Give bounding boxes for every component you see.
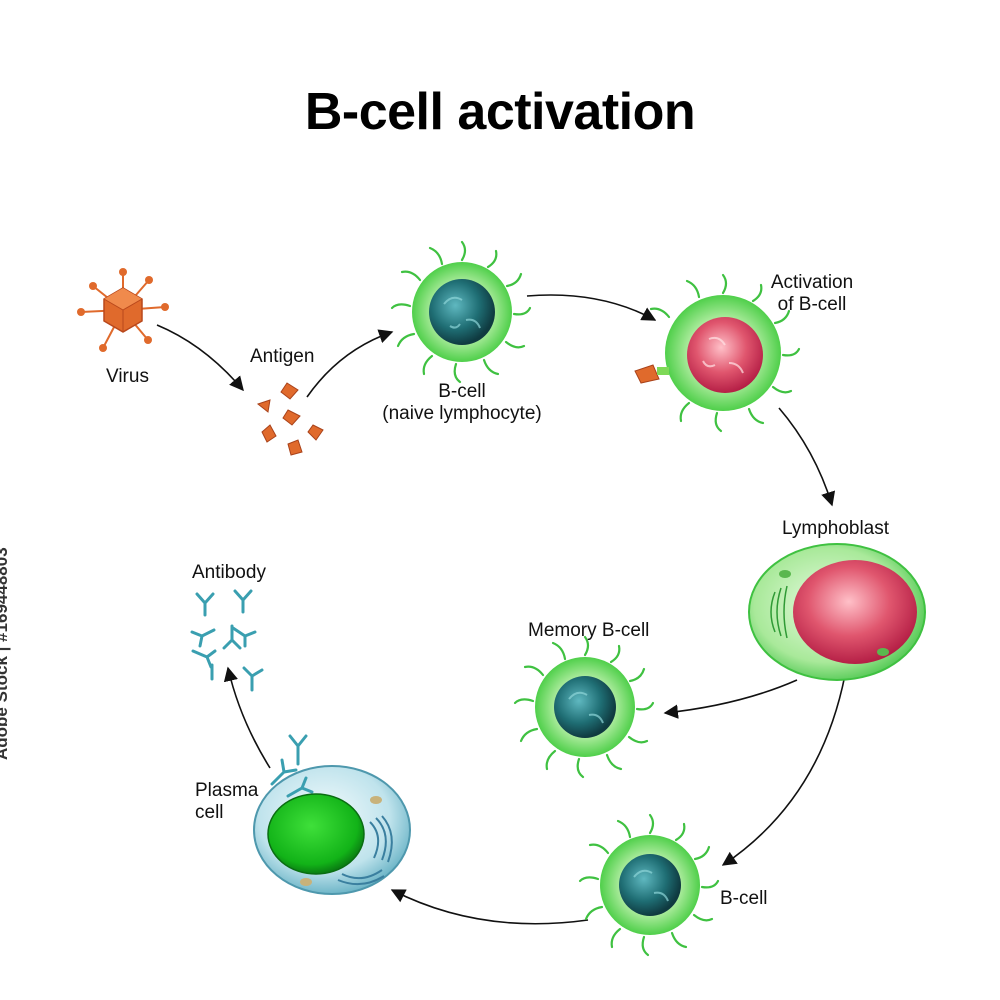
plasma-cell-icon (253, 734, 411, 895)
memory-bcell-icon (513, 635, 655, 779)
bcell-icon (578, 813, 720, 957)
label-naive-bcell: B-cell (naive lymphocyte) (372, 381, 552, 425)
label-memory-bcell: Memory B-cell (528, 620, 650, 641)
label-bcell: B-cell (720, 888, 768, 909)
label-activation-line1: Activation (770, 272, 854, 293)
lymphoblast-icon (748, 543, 926, 681)
arrow-virus-to-antigen (156, 324, 244, 392)
arrow-lymphoblast-to-bcell (721, 674, 846, 866)
label-virus: Virus (106, 366, 149, 387)
arrows (156, 294, 846, 925)
antibody-icons (190, 589, 264, 692)
virus-icon (77, 268, 169, 352)
label-antigen: Antigen (250, 346, 315, 367)
arrow-plasma-to-antibody (223, 666, 271, 769)
label-plasma-line1: Plasma (195, 780, 259, 801)
label-activation-line2: of B-cell (777, 294, 847, 315)
secreted-antibody-icon (270, 734, 314, 798)
arrow-bcell-to-plasma (390, 889, 589, 925)
arrow-bcell-to-activation (526, 294, 657, 321)
label-activation: Activation of B-cell (752, 272, 872, 316)
stock-watermark: Adobe Stock | #169448803 (0, 547, 11, 760)
arrow-activation-to-lymphoblast (778, 407, 836, 507)
label-naive-bcell-line1: B-cell (438, 381, 486, 402)
label-lymphoblast: Lymphoblast (782, 518, 890, 539)
label-antibody: Antibody (192, 562, 266, 583)
label-plasma-line2: cell (195, 802, 224, 823)
naive-bcell-icon (390, 240, 532, 384)
label-plasma-cell: Plasma cell (195, 780, 258, 824)
arrow-lymphoblast-to-memory (663, 679, 798, 719)
activated-bcell-icon (634, 273, 801, 433)
arrow-antigen-to-bcell (306, 329, 394, 398)
label-naive-bcell-line2: (naive lymphocyte) (382, 403, 542, 424)
antigen-fragments (256, 382, 324, 456)
diagram-title: B-cell activation (304, 83, 696, 141)
